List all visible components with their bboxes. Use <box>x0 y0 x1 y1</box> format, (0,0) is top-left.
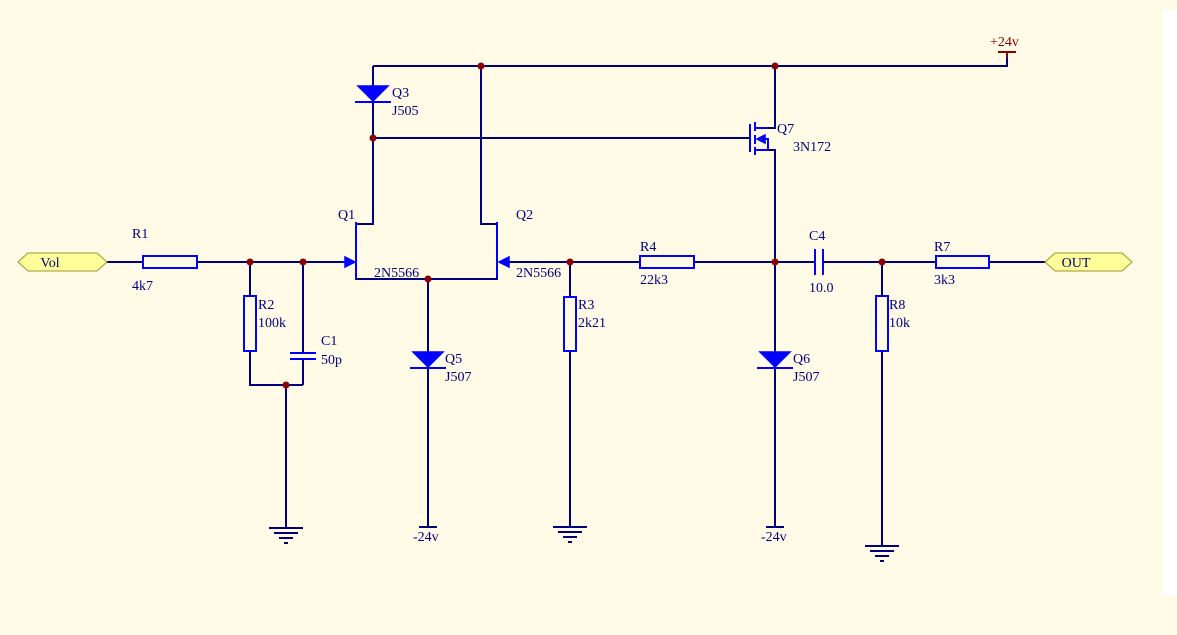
negative-supply-q6: -24v <box>761 526 787 545</box>
q7-ref: Q7 <box>777 122 794 137</box>
positive-supply-label: +24v <box>990 35 1019 50</box>
resistor-r7[interactable]: R7 3k3 <box>934 240 990 288</box>
ground-symbol <box>865 545 899 562</box>
junctions <box>246 62 886 389</box>
q7-value: 3N172 <box>793 140 831 155</box>
ground-symbol <box>269 527 303 544</box>
junction-dot <box>566 258 574 266</box>
r4-value: 22k3 <box>640 273 668 288</box>
input-port[interactable]: Vol <box>17 252 108 272</box>
resistor-r3[interactable]: R3 2k21 <box>563 296 606 352</box>
positive-supply-symbol: +24v <box>990 35 1019 58</box>
jfet-q2[interactable]: Q2 2N5566 <box>496 208 561 281</box>
ground-symbol <box>553 526 587 543</box>
output-port[interactable]: OUT <box>1044 252 1133 272</box>
resistor-r4[interactable]: R4 22k3 <box>639 240 695 288</box>
junction-dot <box>771 258 779 266</box>
diode-q3[interactable]: Q3 J505 <box>355 85 418 119</box>
r8-ref: R8 <box>889 298 905 313</box>
junction-dot <box>477 62 485 70</box>
negative-supply-label: -24v <box>761 530 787 545</box>
r8-value: 10k <box>889 316 910 331</box>
c4-ref: C4 <box>809 229 825 244</box>
negative-supply-q5: -24v <box>413 526 439 545</box>
junction-dot <box>878 258 886 266</box>
diode-q5[interactable]: Q5 J507 <box>410 351 471 385</box>
resistor-r2[interactable]: R2 100k <box>243 295 286 352</box>
diode-q6[interactable]: Q6 J507 <box>757 351 819 385</box>
junction-dot <box>246 258 254 266</box>
r4-ref: R4 <box>640 240 656 255</box>
r3-ref: R3 <box>578 298 594 313</box>
sheet-border-strip <box>1163 10 1177 595</box>
capacitor-c4[interactable]: C4 10.0 <box>809 229 834 296</box>
junction-dot <box>299 258 307 266</box>
resistor-r1[interactable]: R1 4k7 <box>132 227 198 294</box>
junction-dot <box>424 275 432 283</box>
q6-value: J507 <box>793 370 819 385</box>
r2-value: 100k <box>258 316 286 331</box>
c4-value: 10.0 <box>809 281 834 296</box>
r3-value: 2k21 <box>578 316 606 331</box>
junction-dot <box>369 134 377 142</box>
q2-ref: Q2 <box>516 208 533 223</box>
input-port-label: Vol <box>40 256 59 271</box>
q1-value: 2N5566 <box>374 266 419 281</box>
q1-ref: Q1 <box>338 208 355 223</box>
q3-value: J505 <box>392 104 418 119</box>
q5-ref: Q5 <box>445 352 462 367</box>
jfet-q1[interactable]: Q1 2N5566 <box>338 208 419 281</box>
q5-value: J507 <box>445 370 471 385</box>
mosfet-q7[interactable]: Q7 3N172 <box>749 122 831 155</box>
capacitor-c1[interactable]: C1 50p <box>290 334 342 368</box>
r1-ref: R1 <box>132 227 148 242</box>
output-port-label: OUT <box>1062 256 1091 271</box>
q3-ref: Q3 <box>392 86 409 101</box>
q6-ref: Q6 <box>793 352 810 367</box>
c1-ref: C1 <box>321 334 337 349</box>
r2-ref: R2 <box>258 298 274 313</box>
r7-value: 3k3 <box>934 273 955 288</box>
r1-value: 4k7 <box>132 279 153 294</box>
q2-value: 2N5566 <box>516 266 561 281</box>
r7-ref: R7 <box>934 240 950 255</box>
resistor-r8[interactable]: R8 10k <box>875 295 910 352</box>
junction-dot <box>771 62 779 70</box>
c1-value: 50p <box>321 353 342 368</box>
negative-supply-label: -24v <box>413 530 439 545</box>
junction-dot <box>282 381 290 389</box>
